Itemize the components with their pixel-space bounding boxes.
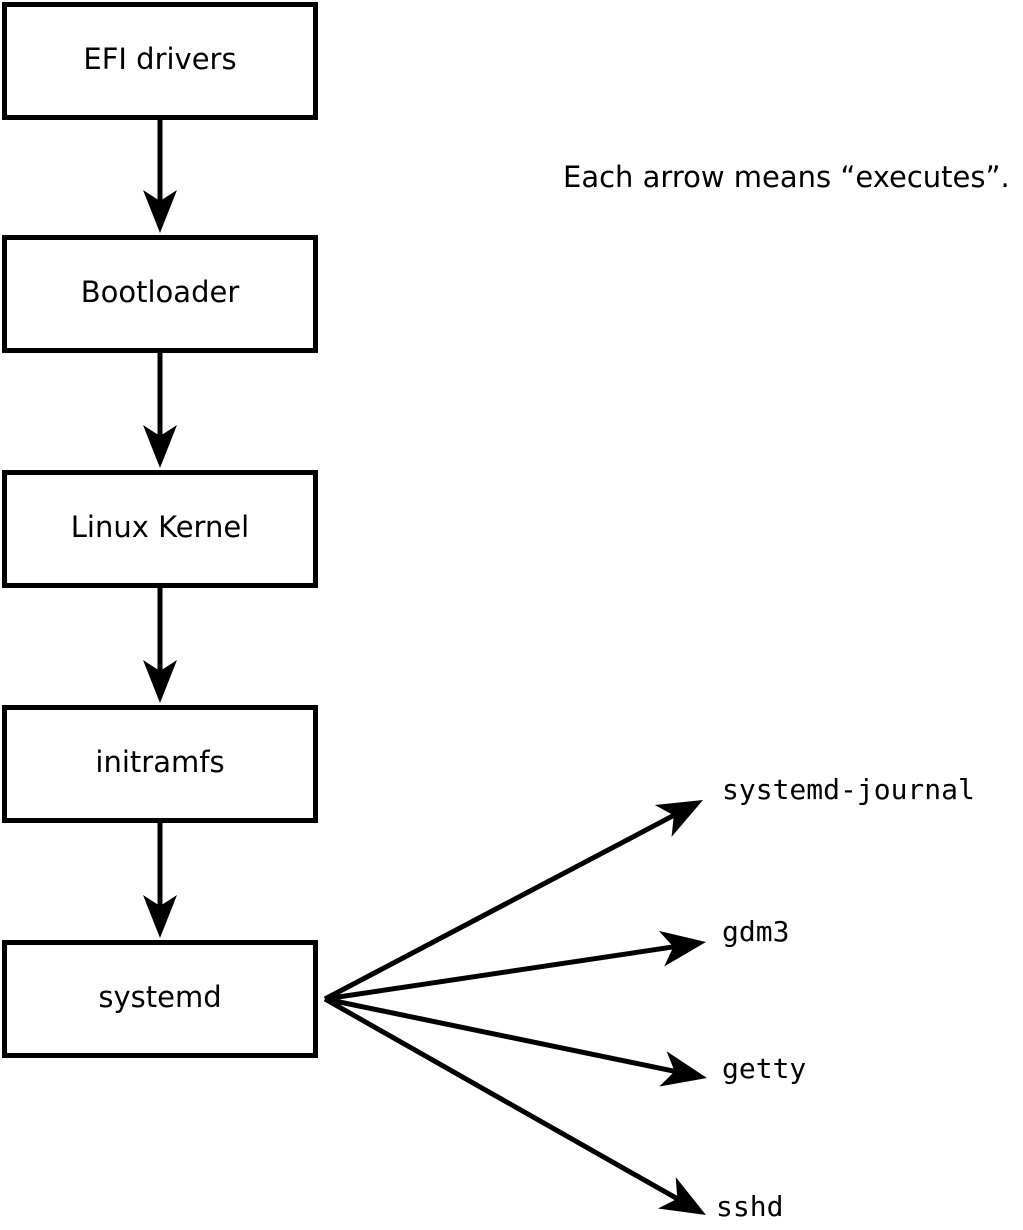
legend-caption: Each arrow means “executes”. (563, 160, 1010, 194)
service-label-getty: getty (722, 1052, 806, 1085)
stage-box-linux-kernel[interactable]: Linux Kernel (2, 470, 318, 588)
stage-box-label-linux-kernel: Linux Kernel (71, 510, 249, 544)
service-arrow-systemd-journal (323, 800, 703, 1002)
stage-box-outline-linux-kernel (2, 470, 318, 588)
service-label-systemd-journal: systemd-journal (722, 773, 975, 806)
stage-box-outline-initramfs (2, 705, 318, 823)
stage-box-outline-efi-drivers (2, 2, 318, 120)
arrow-bootloader-to-kernel-head (143, 425, 177, 468)
arrow-bootloader-to-kernel (143, 353, 177, 468)
service-arrow-shaft-getty (324, 996, 679, 1075)
service-label-gdm3: gdm3 (722, 915, 789, 948)
stage-box-bootloader[interactable]: Bootloader (2, 235, 318, 353)
arrow-kernel-to-initramfs-head (143, 660, 177, 703)
stage-box-efi-drivers[interactable]: EFI drivers (2, 2, 318, 120)
service-label-sshd: sshd (716, 1190, 783, 1223)
service-labels: systemd-journal gdm3 getty sshd (716, 773, 975, 1223)
service-arrow-shaft-systemd-journal (323, 811, 678, 1002)
arrow-efi-to-bootloader-head (143, 190, 177, 233)
stage-box-label-initramfs: initramfs (95, 745, 224, 779)
systemd-service-arrows (323, 800, 707, 1215)
service-arrow-sshd (323, 996, 706, 1215)
service-arrow-head-getty (659, 1051, 707, 1087)
arrow-initramfs-to-systemd (143, 823, 177, 938)
arrow-efi-to-bootloader (143, 120, 177, 233)
service-arrow-getty (324, 996, 707, 1087)
stage-box-label-bootloader: Bootloader (81, 275, 240, 309)
arrow-kernel-to-initramfs (143, 588, 177, 703)
service-arrow-shaft-sshd (323, 996, 682, 1203)
stage-box-outline-systemd (2, 940, 318, 1058)
stage-box-label-efi-drivers: EFI drivers (83, 42, 236, 76)
arrow-initramfs-to-systemd-head (143, 895, 177, 938)
service-arrow-head-sshd (657, 1177, 706, 1215)
stage-box-systemd[interactable]: systemd (2, 940, 318, 1058)
service-arrow-shaft-gdm3 (324, 943, 677, 1002)
service-arrow-gdm3 (324, 930, 706, 1002)
service-arrow-head-gdm3 (658, 930, 706, 967)
stage-box-outline-bootloader (2, 235, 318, 353)
stage-box-initramfs[interactable]: initramfs (2, 705, 318, 823)
boot-chain-arrows (143, 120, 177, 938)
stage-box-label-systemd: systemd (98, 980, 221, 1014)
service-arrow-head-systemd-journal (654, 800, 703, 837)
